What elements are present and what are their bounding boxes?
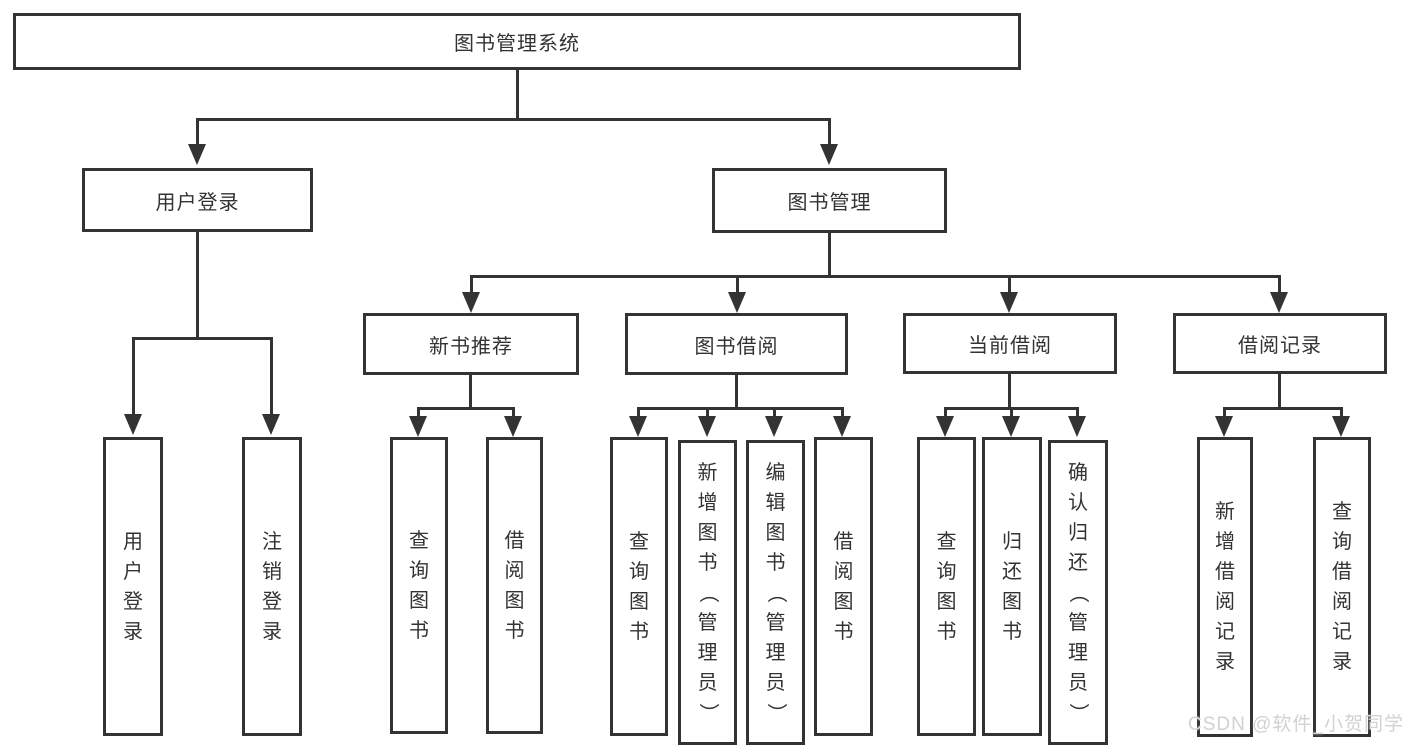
arrow-head [124,414,142,435]
tree-edge [1223,407,1226,417]
node-borrow-books-recommend: 借阅图书 [486,437,543,734]
arrow-head [936,416,954,437]
arrow-head [698,416,716,437]
tree-edge [132,337,135,414]
arrow-head [629,416,647,437]
node-user-login: 用户登录 [103,437,163,736]
node-query-books-recommend: 查询图书 [390,437,448,734]
arrow-head [409,416,427,437]
tree-edge [1008,275,1011,293]
node-query-books-current: 查询图书 [917,437,976,736]
tree-edge [637,407,640,417]
node-library-management-system: 图书管理系统 [13,13,1021,70]
tree-edge [132,337,273,340]
node-add-borrow-record: 新增借阅记录 [1197,437,1253,737]
tree-edge [417,407,420,417]
arrow-head [1002,416,1020,437]
node-borrow-books: 借阅图书 [814,437,873,736]
tree-edge [828,233,831,275]
node-borrow-records: 借阅记录 [1173,313,1387,374]
tree-edge [1223,407,1343,410]
tree-edge [736,275,739,293]
node-current-borrowing: 当前借阅 [903,313,1117,374]
tree-edge [470,275,473,293]
arrow-head [262,414,280,435]
tree-edge [196,118,199,144]
tree-edge [470,275,1281,278]
tree-edge [196,232,199,337]
tree-edge [735,375,738,407]
tree-edge [841,407,844,417]
arrow-head [1332,416,1350,437]
tree-edge [512,407,515,417]
arrow-head [1068,416,1086,437]
tree-edge [1278,275,1281,293]
node-confirm-return-admin: 确认归还（管理员） [1048,440,1108,745]
node-logout: 注销登录 [242,437,302,736]
node-edit-book-admin: 编辑图书（管理员） [746,440,805,745]
arrow-head [504,416,522,437]
tree-edge [196,118,831,121]
node-query-books-borrow: 查询图书 [610,437,668,736]
arrow-head [1270,292,1288,313]
tree-edge [1278,374,1281,407]
tree-edge [773,407,776,417]
tree-edge [706,407,709,417]
tree-edge [516,70,519,118]
arrow-head [728,292,746,313]
node-user-login-group: 用户登录 [82,168,313,232]
tree-edge [1008,374,1011,407]
arrow-head [833,416,851,437]
node-book-borrowing: 图书借阅 [625,313,848,375]
tree-edge [1010,407,1013,417]
tree-edge [828,118,831,144]
tree-edge [469,375,472,407]
node-return-book: 归还图书 [982,437,1042,736]
tree-edge [1076,407,1079,417]
arrow-head [765,416,783,437]
node-add-book-admin: 新增图书（管理员） [678,440,737,745]
tree-edge [417,407,515,410]
node-new-book-recommend: 新书推荐 [363,313,579,375]
arrow-head [1000,292,1018,313]
tree-edge [270,337,273,414]
csdn-watermark: CSDN @软件_小贺同学 [1188,714,1404,735]
node-book-management: 图书管理 [712,168,947,233]
arrow-head [462,292,480,313]
tree-edge [1340,407,1343,417]
node-query-borrow-record: 查询借阅记录 [1313,437,1371,737]
tree-edge [944,407,947,417]
tree-edge [637,407,844,410]
arrow-head [820,144,838,165]
arrow-head [188,144,206,165]
arrow-head [1215,416,1233,437]
